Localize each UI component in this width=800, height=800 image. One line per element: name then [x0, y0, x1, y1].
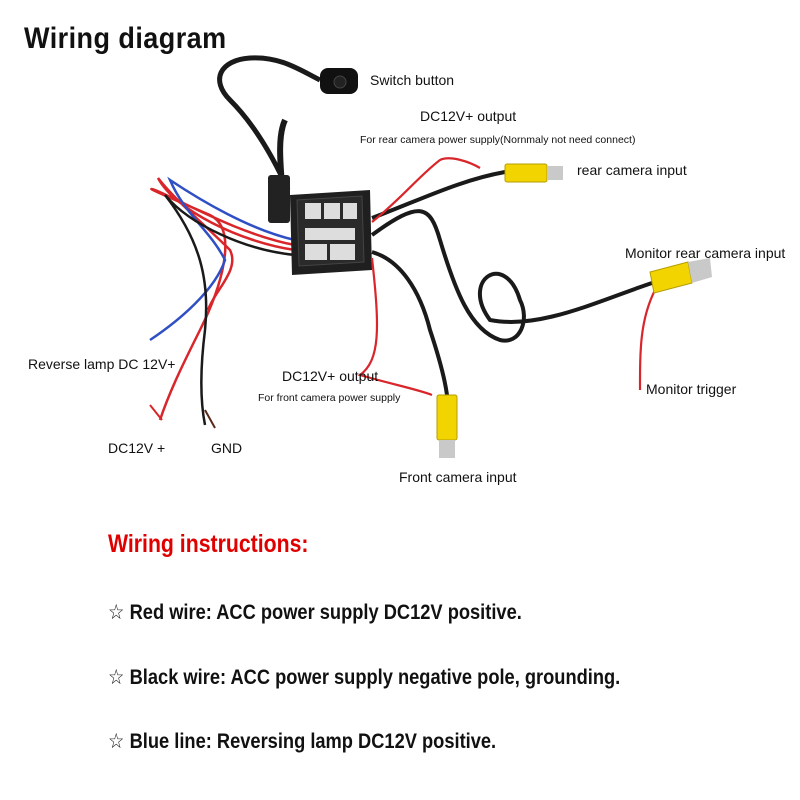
rear-camera-input-label: rear camera input: [577, 162, 687, 178]
star-icon: ☆: [108, 601, 125, 624]
monitor-rca: [649, 258, 712, 294]
page-title: Wiring diagram: [24, 22, 227, 55]
instruction-item: ☆Red wire: ACC power supply DC12V positi…: [108, 600, 522, 625]
instruction-text: Blue line: Reversing lamp DC12V positive…: [129, 730, 497, 753]
front-dc-output-label: DC12V+ output: [282, 368, 379, 384]
reverse-lamp-label: Reverse lamp DC 12V+: [28, 356, 176, 372]
control-box: [290, 190, 372, 275]
front-dc-output-note: For front camera power supply: [258, 392, 401, 404]
switch-button-label: Switch button: [370, 72, 455, 88]
monitor-rear-camera-input-label: Monitor rear camera input: [625, 245, 786, 261]
front-dc-output-wire: [357, 257, 433, 397]
rear-dc-output-note: For rear camera power supply(Nornmaly no…: [360, 134, 636, 146]
rear-dc-output-label: DC12V+ output: [420, 108, 517, 124]
monitor-trigger-wire: [638, 289, 656, 391]
rear-camera-cable: [371, 170, 506, 220]
instructions-heading: Wiring instructions:: [108, 530, 309, 558]
front-camera-rca: [436, 394, 458, 458]
gnd-label: GND: [211, 440, 243, 456]
switch-button-cable: [217, 55, 322, 192]
instruction-text: Red wire: ACC power supply DC12V positiv…: [129, 601, 522, 624]
wiring-diagram: [149, 55, 712, 458]
switch-connector: [268, 175, 290, 223]
bundle-blue-wire: [149, 176, 296, 342]
bundle-black-wire: [164, 194, 296, 426]
star-icon: ☆: [108, 666, 125, 689]
front-camera-input-label: Front camera input: [399, 469, 517, 485]
instruction-text: Black wire: ACC power supply negative po…: [129, 666, 621, 689]
monitor-trigger-label: Monitor trigger: [646, 381, 737, 397]
instruction-item: ☆Blue line: Reversing lamp DC12V positiv…: [108, 729, 496, 754]
monitor-cable: [370, 209, 656, 343]
rear-camera-rca: [504, 163, 563, 183]
instruction-item: ☆Black wire: ACC power supply negative p…: [108, 665, 620, 690]
front-camera-cable: [371, 250, 449, 396]
rear-dc-output-wire: [371, 157, 481, 223]
dc12v-plus-label: DC12V +: [108, 440, 166, 456]
bundle-red-wire: [150, 187, 296, 421]
star-icon: ☆: [108, 730, 125, 753]
